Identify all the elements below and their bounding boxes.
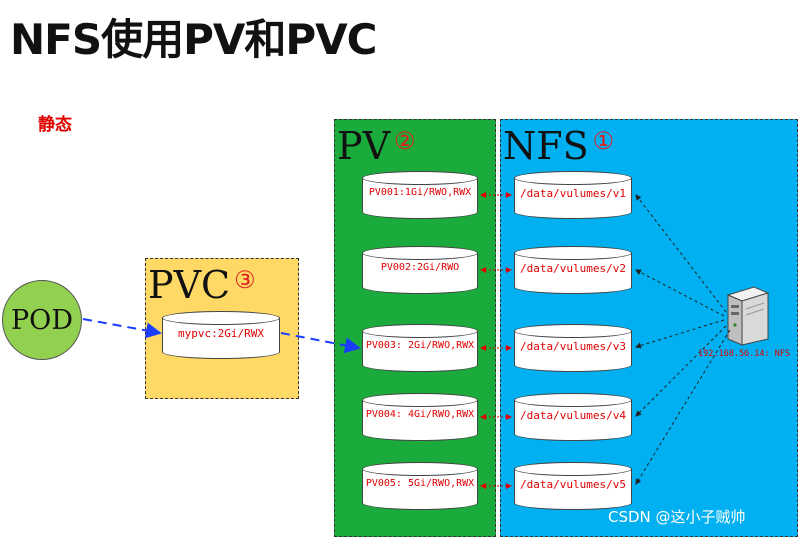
nfs-export-cylinder[interactable]: /data/vulumes/v2 (514, 246, 632, 294)
nfs-label-text: NFS (503, 124, 589, 168)
nfs-export-cylinder[interactable]: /data/vulumes/v1 (514, 171, 632, 219)
nfs-export-path: /data/vulumes/v1 (520, 187, 626, 200)
nfs-server-icon[interactable] (724, 285, 770, 347)
nfs-number: ① (592, 127, 615, 155)
server-to-export-arrow (635, 329, 731, 485)
pod-to-pvc-arrow (82, 318, 162, 339)
pv-volume-label: PV005: 5Gi/RWO,RWX (365, 478, 475, 489)
pvc-label-text: PVC (148, 263, 231, 307)
pvc-claim-cylinder[interactable]: mypvc:2Gi/RWX (162, 311, 280, 359)
nfs-export-cylinder[interactable]: /data/vulumes/v4 (514, 393, 632, 441)
server-to-export-arrow (635, 194, 727, 313)
pv-volume-label: PV001:1Gi/RWO,RWX (368, 187, 472, 198)
pv-volume-cylinder[interactable]: PV003: 2Gi/RWO,RWX (362, 324, 478, 372)
nfs-server-label: 192.168.56.14: NFS (698, 349, 791, 359)
nfs-export-cylinder[interactable]: /data/vulumes/v5 (514, 462, 632, 510)
pv-volume-cylinder[interactable]: PV005: 5Gi/RWO,RWX (362, 462, 478, 510)
nfs-export-path: /data/vulumes/v2 (520, 262, 626, 275)
server-to-export-arrow (635, 325, 727, 417)
page-title: NFS使用PV和PVC (10, 15, 377, 64)
pv-volume-cylinder[interactable]: PV001:1Gi/RWO,RWX (362, 171, 478, 219)
server-to-export-arrow (635, 319, 725, 349)
pv-volume-cylinder[interactable]: PV004: 4Gi/RWO,RWX (362, 393, 478, 441)
server-to-export-arrow (635, 269, 725, 317)
pv-volume-cylinder[interactable]: PV002:2Gi/RWO (362, 246, 478, 294)
pvc-number: ③ (234, 266, 256, 294)
mode-label: 静态 (38, 115, 72, 135)
watermark: CSDN @这小子贼帅 (608, 508, 746, 526)
pod-label: POD (11, 304, 73, 336)
nfs-export-path: /data/vulumes/v5 (520, 478, 626, 491)
pv-number: ② (394, 127, 416, 155)
pv-volume-label: PV003: 2Gi/RWO,RWX (365, 340, 475, 351)
pod-node[interactable]: POD (2, 280, 82, 360)
pv-volume-label: PV004: 4Gi/RWO,RWX (365, 409, 475, 420)
nfs-export-path: /data/vulumes/v4 (520, 409, 626, 422)
pv-volume-label: PV002:2Gi/RWO (380, 262, 460, 273)
nfs-export-path: /data/vulumes/v3 (520, 340, 626, 353)
pvc-to-pv-arrow (280, 332, 361, 354)
pv-label-text: PV (337, 124, 391, 168)
nfs-export-cylinder[interactable]: /data/vulumes/v3 (514, 324, 632, 372)
pvc-claim-label: mypvc:2Gi/RWX (177, 327, 265, 340)
